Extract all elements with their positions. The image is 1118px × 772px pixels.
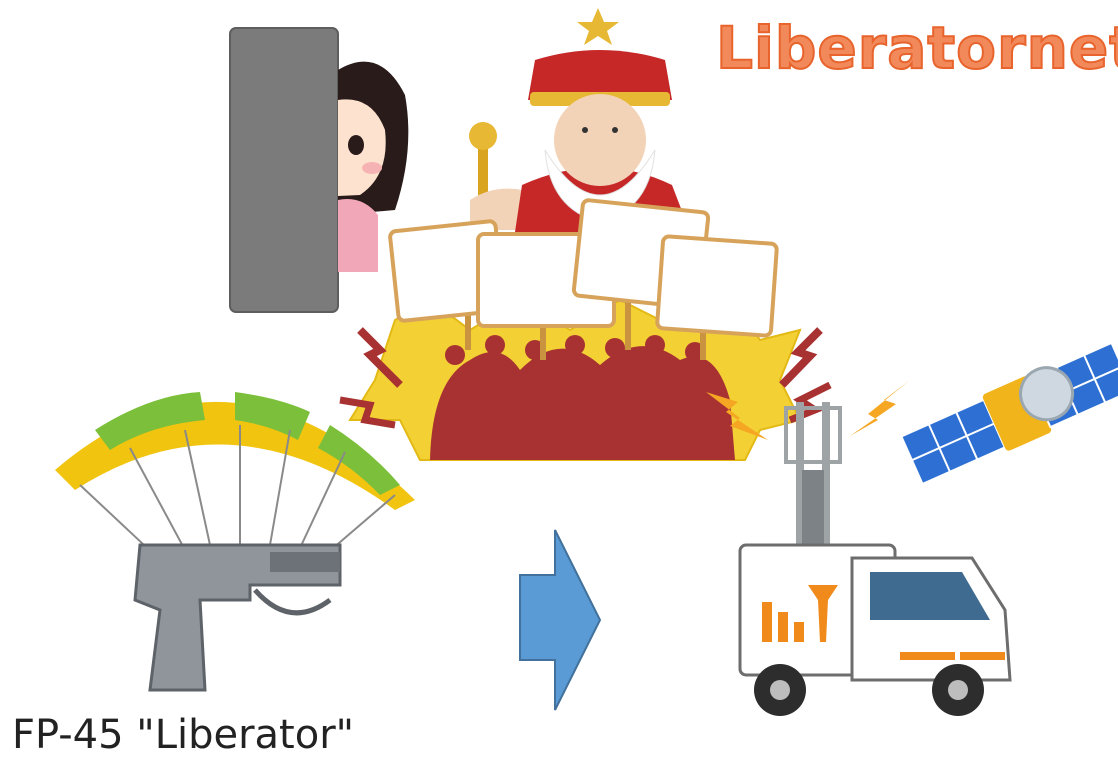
pistol-caption: FP-45 "Liberator" [12, 712, 354, 758]
wall-illustration [230, 28, 338, 312]
right-arrow-illustration [520, 530, 600, 710]
diagram-title: Liberatornet [716, 14, 1118, 82]
satellite-illustration [899, 337, 1118, 488]
king-illustration [469, 8, 690, 232]
protest-crowd-illustration [340, 200, 830, 460]
pistol-illustration [135, 545, 340, 690]
